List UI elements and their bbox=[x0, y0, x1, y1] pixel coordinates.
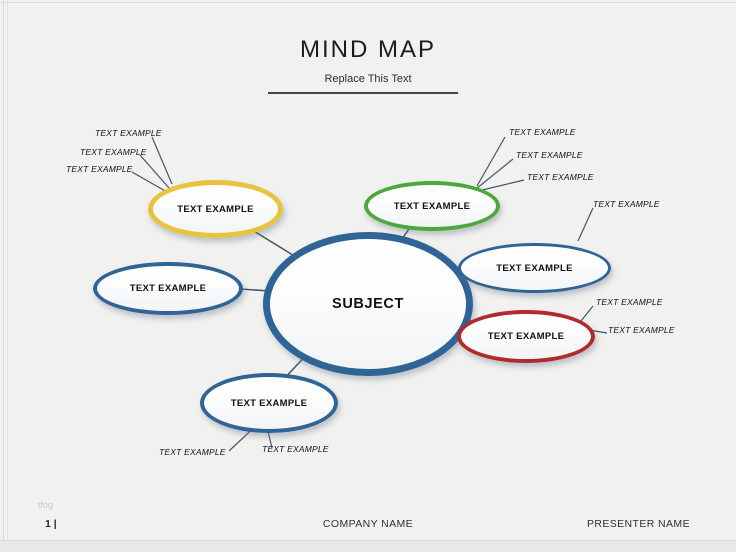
leaf-label: TEXT EXAMPLE bbox=[262, 444, 329, 454]
leaf-label: TEXT EXAMPLE bbox=[596, 297, 663, 307]
leaf-label: TEXT EXAMPLE bbox=[527, 172, 594, 182]
node-label: TEXT EXAMPLE bbox=[177, 203, 254, 215]
center-node-subject: SUBJECT bbox=[263, 232, 473, 376]
node-label: TEXT EXAMPLE bbox=[393, 200, 471, 212]
node-top: TEXT EXAMPLE bbox=[364, 181, 500, 231]
node-label: TEXT EXAMPLE bbox=[487, 331, 565, 342]
node-label: TEXT EXAMPLE bbox=[129, 283, 207, 294]
node-label: TEXT EXAMPLE bbox=[496, 262, 573, 274]
node-bottom: TEXT EXAMPLE bbox=[200, 373, 338, 433]
center-node-label: SUBJECT bbox=[332, 296, 404, 312]
bottom-strip bbox=[0, 540, 736, 552]
leaf-label: TEXT EXAMPLE bbox=[593, 199, 660, 209]
footer-company-name: COMPANY NAME bbox=[322, 518, 414, 530]
leaf-label: TEXT EXAMPLE bbox=[159, 447, 226, 457]
leaf-label: TEXT EXAMPLE bbox=[66, 164, 133, 174]
node-left: TEXT EXAMPLE bbox=[93, 262, 243, 315]
slide-left-edge-inner bbox=[7, 0, 8, 540]
leaf-label: TEXT EXAMPLE bbox=[95, 128, 162, 138]
slide-left-edge bbox=[3, 0, 4, 540]
node-bottom-right: TEXT EXAMPLE bbox=[457, 310, 595, 363]
leaf-label: TEXT EXAMPLE bbox=[80, 147, 147, 157]
title-underline bbox=[268, 92, 458, 94]
watermark-text: tfog bbox=[38, 500, 54, 510]
leaf-label: TEXT EXAMPLE bbox=[516, 150, 583, 160]
slide-title: MIND MAP bbox=[300, 36, 436, 63]
leaf-label: TEXT EXAMPLE bbox=[509, 127, 576, 137]
slide-top-edge bbox=[0, 2, 736, 3]
node-top-left: TEXT EXAMPLE bbox=[148, 180, 283, 238]
page-number: 1 | bbox=[45, 518, 57, 530]
node-label: TEXT EXAMPLE bbox=[230, 397, 308, 409]
node-right: TEXT EXAMPLE bbox=[458, 243, 611, 293]
footer-presenter-name: PRESENTER NAME bbox=[586, 518, 690, 530]
slide-subtitle: Replace This Text bbox=[324, 73, 412, 85]
leaf-label: TEXT EXAMPLE bbox=[608, 325, 675, 335]
